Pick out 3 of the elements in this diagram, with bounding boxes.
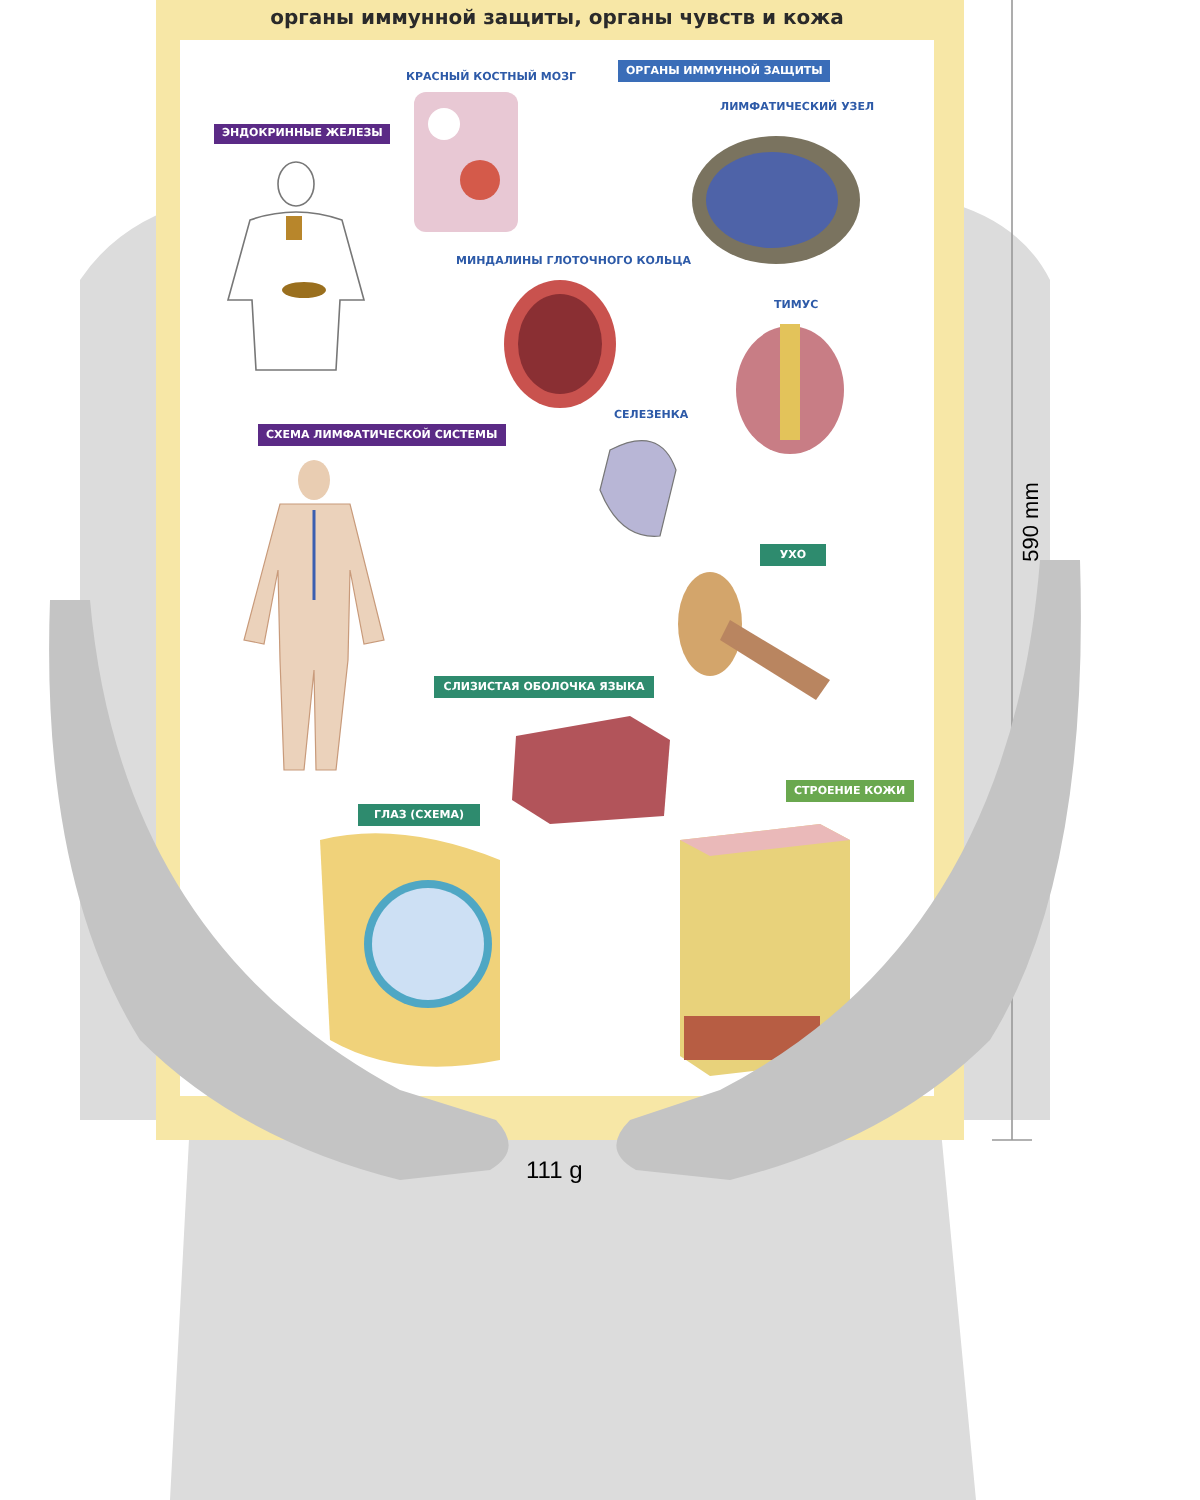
dimension-label: 590 mm xyxy=(1019,482,1044,562)
weight-label: 111 g xyxy=(526,1156,583,1184)
poster-title: органы иммунной защиты, органы чувств и кожа xyxy=(268,8,846,30)
